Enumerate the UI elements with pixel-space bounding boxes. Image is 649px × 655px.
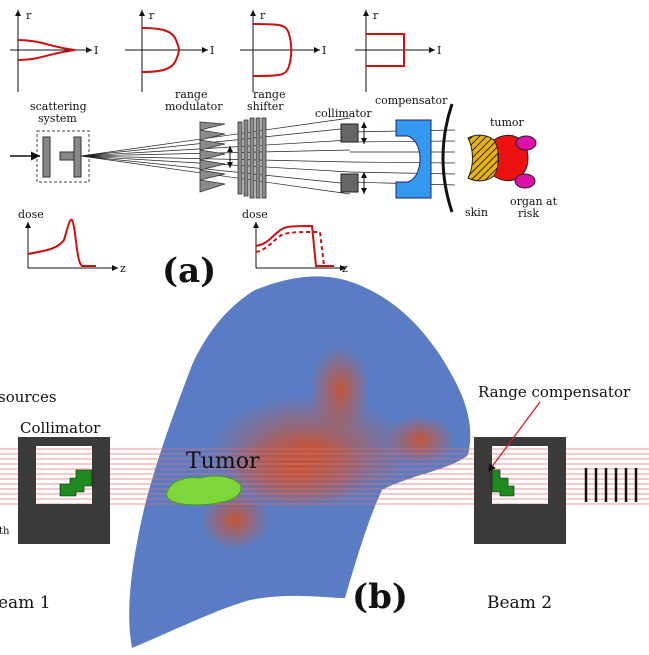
axis-i-label: I xyxy=(322,44,326,57)
profile-curve xyxy=(252,23,293,77)
range-modulator xyxy=(199,121,233,193)
range-shifter xyxy=(237,117,267,199)
target-region xyxy=(467,134,537,189)
label-collimator: Collimator xyxy=(20,419,101,437)
label-beam-1: eam 1 xyxy=(0,593,51,613)
label-tumor-faint: Tumor xyxy=(395,520,429,531)
collimator-right xyxy=(474,437,566,544)
label-skin: skin xyxy=(465,206,488,219)
label-tumor: tumor xyxy=(490,116,525,129)
axis-r-label: r xyxy=(260,9,266,22)
panel-a: r I r I r I r I xyxy=(10,9,558,291)
axis-r-label: r xyxy=(373,9,379,22)
label-scattering: scattering xyxy=(30,100,87,113)
label-tumor: Tumor xyxy=(186,449,260,474)
scattering-system xyxy=(10,130,90,183)
axis-r-label: r xyxy=(26,9,32,22)
label-range-compensator: Range compensator xyxy=(478,383,631,401)
label-sources: sources xyxy=(0,388,57,406)
dose-curve-dashed xyxy=(255,230,325,267)
label-beam-2: Beam 2 xyxy=(487,593,552,613)
axis-i-label: I xyxy=(437,44,441,57)
collimator-a xyxy=(340,122,367,194)
range-bars xyxy=(584,468,638,502)
label-organ-at-risk-2: risk xyxy=(518,207,539,220)
axis-z-label: z xyxy=(342,262,348,275)
panel-b-label: (b) xyxy=(352,577,408,617)
organ-at-risk-bottom xyxy=(514,173,536,189)
compensator-left xyxy=(59,469,93,497)
axis-i-label: I xyxy=(210,44,214,57)
dose-plot-1: dose z xyxy=(18,208,126,275)
compensator xyxy=(395,119,432,199)
range-compensator-arrow xyxy=(487,401,541,473)
tumor-blob xyxy=(165,475,242,506)
axis-z-label: z xyxy=(120,262,126,275)
label-range-shifter-1: range xyxy=(253,88,285,101)
profile-curve xyxy=(141,27,180,73)
axis-dose-label: dose xyxy=(18,208,44,221)
axis-i-label: I xyxy=(94,44,98,57)
skin-line xyxy=(441,103,454,213)
panel-a-label: (a) xyxy=(162,251,216,291)
label-depth: th xyxy=(0,526,10,537)
organ-at-risk-top xyxy=(515,135,537,151)
profile-plot-4: r I xyxy=(355,9,441,92)
profile-plot-3: r I xyxy=(240,9,326,92)
label-range-modulator-2: modulator xyxy=(165,100,223,113)
axis-dose-label: dose xyxy=(242,208,268,221)
dose-curve xyxy=(255,224,334,267)
collimator-left xyxy=(18,437,110,544)
axis-r-label: r xyxy=(149,9,155,22)
panel-b: Tumor Tumor sources Collimator Range com… xyxy=(0,276,649,648)
label-organ-at-risk-1: organ at xyxy=(510,195,558,208)
label-compensator: compensator xyxy=(375,94,448,107)
profile-plot-2: r I xyxy=(125,9,214,92)
label-system: system xyxy=(38,112,77,125)
label-range-shifter-2: shifter xyxy=(247,100,284,113)
lung xyxy=(129,276,471,648)
profile-plot-1: r I xyxy=(10,9,98,92)
label-collimator: collimator xyxy=(315,107,372,120)
compensator-right xyxy=(491,469,515,497)
dose-plot-2: dose z xyxy=(242,208,348,275)
profile-curve xyxy=(17,39,76,61)
label-range-modulator-1: range xyxy=(175,88,207,101)
profile-curve xyxy=(366,33,405,67)
dose-curve xyxy=(27,218,96,267)
